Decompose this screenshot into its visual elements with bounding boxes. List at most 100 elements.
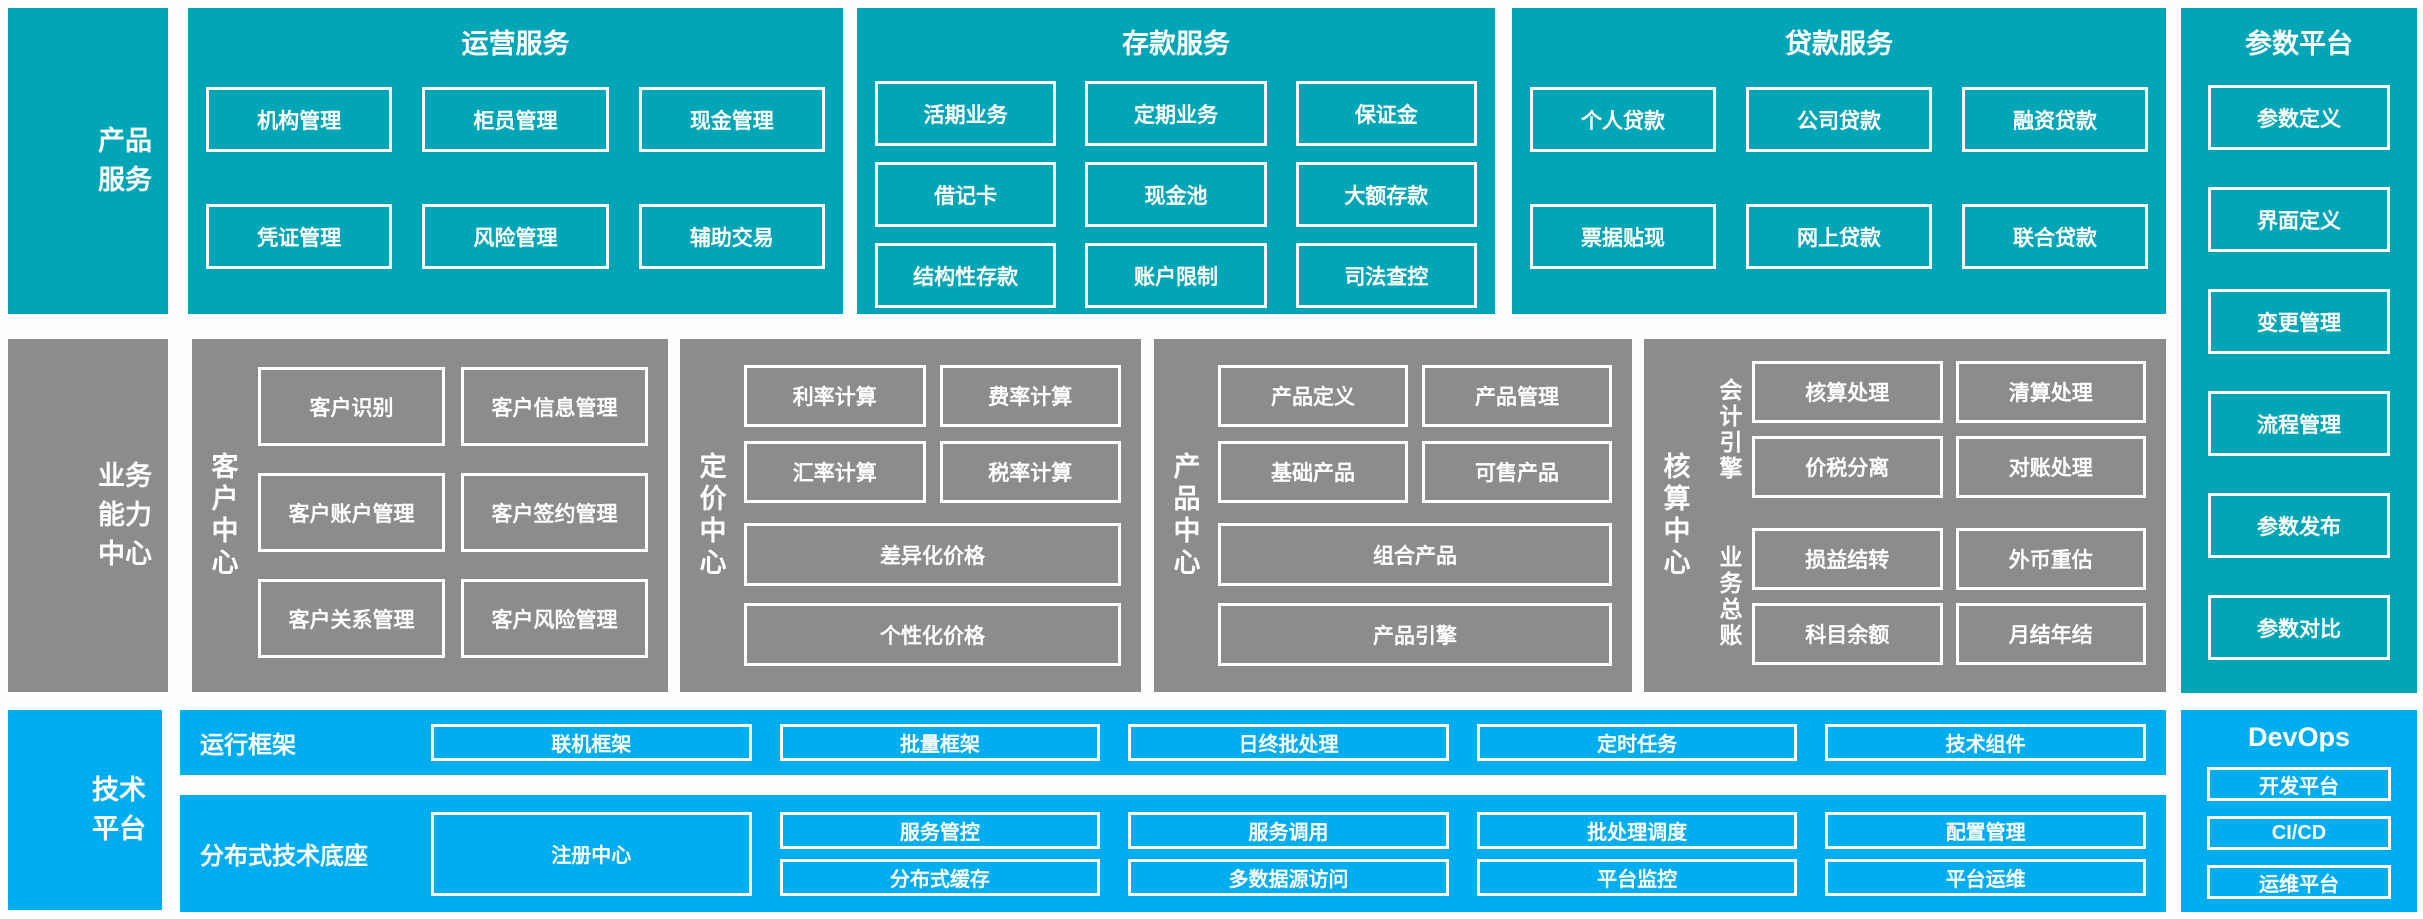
module-box: 机构管理 <box>206 87 393 152</box>
pricing-center-content: 利率计算 费率计算 汇率计算 税率计算 差异化价格 个性化价格 <box>742 339 1141 692</box>
operation-services-grid: 机构管理 柜员管理 现金管理 凭证管理 风险管理 辅助交易 <box>188 61 843 269</box>
module-box: 服务管控 <box>779 811 1101 849</box>
module-box: 联机框架 <box>431 724 752 761</box>
business-ledger-vertical-label: 业务总账 <box>1716 544 1742 649</box>
module-box: 公司贷款 <box>1746 87 1932 152</box>
bar-run-framework: 运行框架 联机框架 批量框架 日终批处理 定时任务 技术组件 <box>180 710 2166 775</box>
module-box: 变更管理 <box>2208 289 2390 354</box>
module-box: 批处理调度 <box>1476 811 1798 849</box>
loan-services-grid: 个人贷款 公司贷款 融资贷款 票据贴现 网上贷款 联合贷款 <box>1512 61 2166 269</box>
module-box: 价税分离 <box>1752 436 1943 498</box>
business-ledger-group: 业务总账 损益结转 外币重估 科目余额 月结年结 <box>1706 528 2146 665</box>
module-box: 活期业务 <box>875 81 1057 146</box>
module-box: 开发平台 <box>2207 767 2391 801</box>
module-box: 基础产品 <box>1218 441 1408 503</box>
rail-product-services-label: 产品服务 <box>98 125 152 195</box>
module-box: 月结年结 <box>1955 603 2146 665</box>
section-operation-services: 运营服务 机构管理 柜员管理 现金管理 凭证管理 风险管理 辅助交易 <box>188 8 843 314</box>
run-framework-label: 运行框架 <box>200 732 296 759</box>
bar-distributed-base: 分布式技术底座 注册中心 服务管控 服务调用 批处理调度 配置管理 分布式缓存 … <box>180 795 2166 912</box>
module-box: 流程管理 <box>2208 391 2390 456</box>
module-box: 参数定义 <box>2208 85 2390 150</box>
module-box: 客户签约管理 <box>461 473 648 552</box>
distributed-base-label: 分布式技术底座 <box>200 843 368 870</box>
pricing-center-grid: 利率计算 费率计算 汇率计算 税率计算 <box>744 365 1121 503</box>
module-box: 现金池 <box>1085 162 1267 227</box>
module-box: 平台运维 <box>1825 858 2146 896</box>
module-box-wide: 差异化价格 <box>744 523 1121 586</box>
module-box: 柜员管理 <box>422 87 609 152</box>
deposit-services-grid: 活期业务 定期业务 保证金 借记卡 现金池 大额存款 结构性存款 账户限制 司法… <box>857 61 1495 308</box>
panel-customer-center: 客户中心 客户识别 客户信息管理 客户账户管理 客户签约管理 客户关系管理 客户… <box>192 339 668 692</box>
product-center-grid: 产品定义 产品管理 基础产品 可售产品 <box>1218 365 1612 503</box>
module-box: 参数对比 <box>2208 595 2390 660</box>
rail-technology-platform: 技术平台 <box>8 710 162 910</box>
product-center-content: 产品定义 产品管理 基础产品 可售产品 组合产品 产品引擎 <box>1216 339 1632 692</box>
module-box: 客户关系管理 <box>258 579 445 658</box>
section-title: 参数平台 <box>2245 29 2353 59</box>
customer-center-grid: 客户识别 客户信息管理 客户账户管理 客户签约管理 客户关系管理 客户风险管理 <box>254 339 668 692</box>
module-box: 司法查控 <box>1295 243 1477 308</box>
business-ledger-grid: 损益结转 外币重估 科目余额 月结年结 <box>1752 528 2146 665</box>
distributed-base-grid: 注册中心 服务管控 服务调用 批处理调度 配置管理 分布式缓存 多数据源访问 平… <box>431 811 2146 896</box>
module-box: 可售产品 <box>1422 441 1612 503</box>
accounting-center-vertical-label: 核算中心 <box>1659 451 1690 580</box>
module-box: 定期业务 <box>1085 81 1267 146</box>
customer-center-vertical-label: 客户中心 <box>207 451 238 580</box>
module-box: 外币重估 <box>1955 528 2146 590</box>
module-box: 利率计算 <box>744 365 926 427</box>
module-box: 客户识别 <box>258 367 445 446</box>
section-parameter-platform: 参数平台 参数定义 界面定义 变更管理 流程管理 参数发布 参数对比 <box>2181 8 2417 693</box>
module-box: 融资贷款 <box>1962 87 2148 152</box>
rail-business-capability-center: 业务能力中心 <box>8 339 168 692</box>
module-box: 客户信息管理 <box>461 367 648 446</box>
module-box: 票据贴现 <box>1530 204 1716 269</box>
module-box: 税率计算 <box>939 441 1121 503</box>
module-box: 运维平台 <box>2207 865 2391 899</box>
module-box: 产品管理 <box>1422 365 1612 427</box>
module-box: 汇率计算 <box>744 441 926 503</box>
product-center-vertical-label: 产品中心 <box>1169 451 1200 580</box>
module-box: 结构性存款 <box>875 243 1057 308</box>
section-title: 运营服务 <box>461 29 570 59</box>
module-box: 对账处理 <box>1955 436 2146 498</box>
module-box: 界面定义 <box>2208 187 2390 252</box>
module-box: 多数据源访问 <box>1128 858 1449 896</box>
rail-product-services: 产品服务 <box>8 8 168 314</box>
module-box: 损益结转 <box>1752 528 1943 590</box>
pricing-center-vertical-label: 定价中心 <box>695 451 726 580</box>
module-box: 清算处理 <box>1955 361 2146 423</box>
section-title: 存款服务 <box>1122 29 1230 59</box>
module-box: 技术组件 <box>1825 724 2146 761</box>
accounting-engine-group: 会计引擎 核算处理 清算处理 价税分离 对账处理 <box>1706 361 2146 498</box>
section-loan-services: 贷款服务 个人贷款 公司贷款 融资贷款 票据贴现 网上贷款 联合贷款 <box>1512 8 2166 314</box>
module-box: 分布式缓存 <box>779 858 1101 896</box>
module-box: CI/CD <box>2207 816 2391 850</box>
module-box-wide: 组合产品 <box>1218 523 1612 586</box>
accounting-center-content: 会计引擎 核算处理 清算处理 价税分离 对账处理 业务总账 损益结转 外币重估 … <box>1706 339 2166 692</box>
module-box: 现金管理 <box>638 87 825 152</box>
module-box: 参数发布 <box>2208 493 2390 558</box>
module-box-registry: 注册中心 <box>431 811 752 896</box>
module-box: 核算处理 <box>1752 361 1943 423</box>
module-box: 风险管理 <box>422 204 609 269</box>
accounting-engine-vertical-label: 会计引擎 <box>1716 377 1742 482</box>
module-box: 账户限制 <box>1085 243 1267 308</box>
rail-business-capability-label: 业务能力中心 <box>98 460 152 570</box>
module-box: 客户账户管理 <box>258 473 445 552</box>
module-box: 个人贷款 <box>1530 87 1716 152</box>
module-box: 配置管理 <box>1825 811 2146 849</box>
module-box: 网上贷款 <box>1746 204 1932 269</box>
section-title: 贷款服务 <box>1785 29 1893 59</box>
rail-technology-platform-label: 技术平台 <box>92 774 146 844</box>
devops-list: 开发平台 CI/CD 运维平台 <box>2181 753 2417 899</box>
module-box: 日终批处理 <box>1128 724 1449 761</box>
module-box: 服务调用 <box>1128 811 1449 849</box>
module-box: 客户风险管理 <box>461 579 648 658</box>
module-box: 保证金 <box>1295 81 1477 146</box>
accounting-engine-grid: 核算处理 清算处理 价税分离 对账处理 <box>1752 361 2146 498</box>
module-box: 产品定义 <box>1218 365 1408 427</box>
section-devops: DevOps 开发平台 CI/CD 运维平台 <box>2181 710 2417 912</box>
module-box: 借记卡 <box>875 162 1057 227</box>
